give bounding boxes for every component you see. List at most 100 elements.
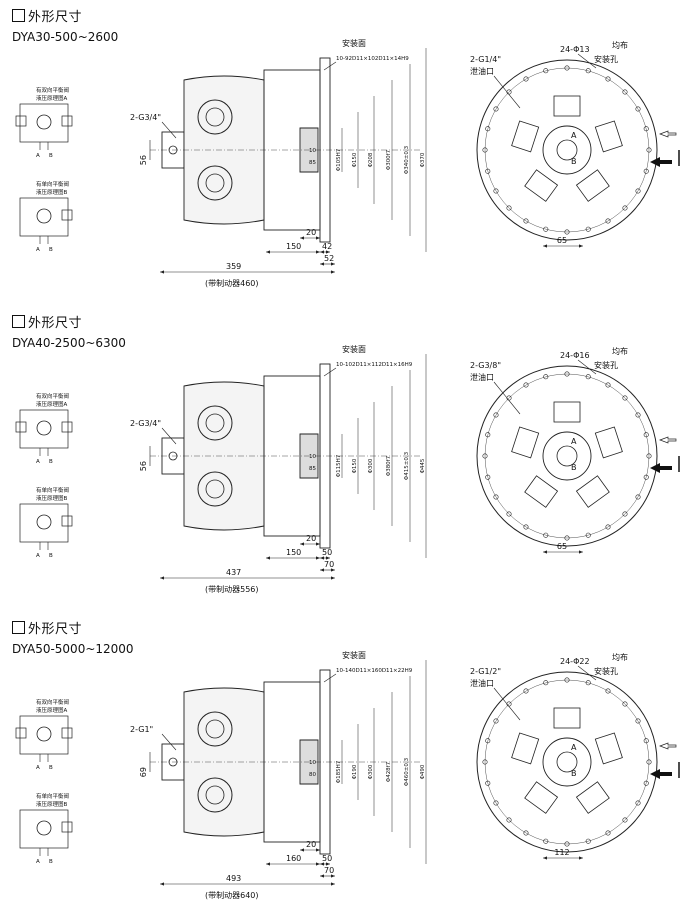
mounting-hole (506, 817, 512, 823)
port-label: 2-G3/4" (130, 113, 161, 122)
mounting-hole (622, 205, 628, 211)
schematic-caption: 液压原理图A (36, 706, 68, 714)
flow-arrow-icon (659, 742, 677, 750)
mount-face-label: 安装面 (342, 344, 366, 354)
diameter-dimension: Φ460±0.3 (404, 757, 410, 786)
port-b-label: B (49, 859, 53, 865)
diameter-dimension: Φ105H7 (336, 148, 342, 171)
mounting-hole (493, 106, 499, 112)
port-boss-inner (205, 479, 225, 499)
cylinder-lobe (524, 781, 559, 814)
arrowhead (331, 262, 335, 266)
port-boss-inner (205, 785, 225, 805)
mounting-holes-spec: 24-Φ16 (560, 351, 590, 360)
mounting-holes-spec-2: 均布 (612, 652, 628, 662)
diameter-dimension: Φ208 (368, 152, 374, 167)
model-number: DYA50-5000~12000 (12, 642, 134, 656)
cylinder-lobe (511, 120, 540, 153)
valve-symbol (15, 115, 27, 127)
diameter-dimension: Φ300 (368, 458, 374, 473)
port-offset: 65 (557, 236, 567, 245)
mounting-hole (643, 432, 649, 438)
mounting-hole (482, 759, 488, 765)
mounting-hole (605, 688, 611, 694)
port-a-label: A (36, 153, 40, 159)
arrowhead (331, 576, 335, 580)
title-box-icon (12, 621, 25, 634)
arrowhead (331, 874, 335, 878)
port-b-label: B (571, 157, 577, 166)
mounting-hole (605, 218, 611, 224)
model-number: DYA40-2500~6300 (12, 336, 126, 350)
section-title: 外形尺寸 (12, 312, 82, 331)
arrowhead (160, 882, 164, 886)
diameter-dimension: Φ300f7 (386, 149, 392, 170)
mounting-hole (523, 688, 529, 694)
mounting-hole (605, 382, 611, 388)
schematic-frame (19, 103, 69, 143)
arrowhead (316, 848, 320, 852)
leader-line (493, 687, 521, 721)
mounting-hole (643, 738, 649, 744)
mounting-hole (635, 412, 641, 418)
mounting-hole (523, 218, 529, 224)
spline-num-2: 85 (309, 466, 316, 472)
drain-port-name: 泄油口 (470, 372, 494, 382)
mounting-hole (605, 76, 611, 82)
mounting-hole (482, 147, 488, 153)
spline-spec: 10-92D11×102D11×14H9 (336, 56, 409, 62)
arrowhead (316, 250, 320, 254)
dimension-20: 20 (306, 534, 316, 543)
flow-arrow-icon (650, 463, 672, 473)
port-label: 2-G3/4" (130, 419, 161, 428)
mount-face-label: 安装面 (342, 38, 366, 48)
port-a-label: A (571, 131, 577, 140)
mounting-hole (564, 841, 570, 847)
arrowhead (266, 556, 270, 560)
shaft-center (556, 445, 578, 467)
mounting-hole (493, 718, 499, 724)
mounting-holes-spec-3: 安装孔 (594, 54, 618, 64)
mounting-hole (493, 494, 499, 500)
mounting-hole (585, 680, 591, 686)
schematic-caption: 液压原理图B (36, 800, 68, 808)
port-boss-upper (197, 99, 233, 135)
leader-line (323, 61, 337, 71)
mounting-hole (564, 65, 570, 71)
pump-symbol (36, 114, 52, 130)
dimension-c: 70 (324, 560, 334, 569)
bolt-circle (484, 373, 650, 539)
port-b-label: B (571, 769, 577, 778)
drain-port-label: 2-G1/2" (470, 667, 501, 676)
dimension-b: 42 (322, 242, 332, 251)
flange-outline (476, 59, 658, 241)
mounting-hole (585, 374, 591, 380)
port-offset: 112 (554, 848, 569, 857)
diameter-dimension: Φ415±0.3 (404, 451, 410, 480)
leader-line (323, 673, 337, 683)
flow-arrow-icon (650, 157, 672, 167)
mounting-hole (585, 226, 591, 232)
arrowhead (579, 550, 583, 554)
drain-port-name: 泄油口 (470, 678, 494, 688)
port-b-label: B (49, 153, 53, 159)
schematic-caption: 液压原理图A (36, 400, 68, 408)
diameter-dimension: Φ380f7 (386, 455, 392, 476)
mounting-hole (585, 532, 591, 538)
diameter-dimension: Φ300 (368, 764, 374, 779)
valve-symbol (61, 727, 73, 739)
bolt-circle (484, 679, 650, 845)
drain-port-name: 泄油口 (470, 66, 494, 76)
spline-num-1: 10 (309, 760, 316, 766)
dimension-c: 52 (324, 254, 334, 263)
section-title: 外形尺寸 (12, 618, 82, 637)
diameter-dimension: Φ115H7 (336, 454, 342, 477)
mounting-hole (564, 371, 570, 377)
mounting-hole (622, 817, 628, 823)
